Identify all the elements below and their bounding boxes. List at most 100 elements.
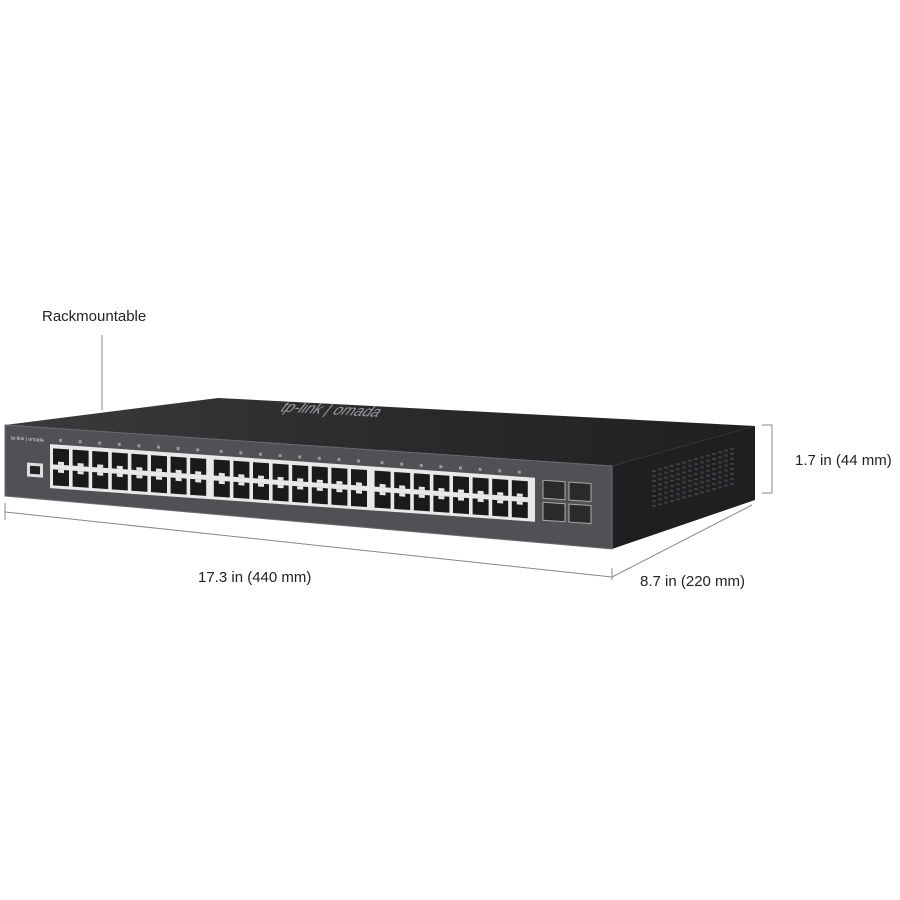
rj45-port[interactable] (453, 476, 469, 494)
rj45-port[interactable] (331, 488, 348, 506)
vent-slot (676, 478, 680, 481)
rj45-port[interactable] (151, 476, 167, 494)
rj45-port[interactable] (331, 467, 348, 485)
port-latch (297, 478, 304, 482)
rj45-port[interactable] (131, 453, 148, 471)
vent-slot (682, 481, 686, 484)
rj45-port[interactable] (453, 497, 469, 515)
rj45-port[interactable] (53, 469, 69, 487)
rj45-port[interactable] (151, 455, 167, 473)
rj45-port[interactable] (351, 468, 367, 487)
vent-slot (694, 493, 698, 496)
vent-slot (724, 464, 728, 467)
port-latch (156, 468, 162, 472)
rj45-port[interactable] (272, 484, 289, 502)
vent-slot (664, 486, 668, 489)
vent-slot (706, 479, 710, 482)
vent-slot (682, 471, 686, 474)
rj45-port[interactable] (292, 485, 309, 503)
rj45-port[interactable] (433, 474, 450, 492)
vent-slot (724, 479, 728, 482)
vent-slot (682, 461, 686, 464)
vent-slot (670, 464, 674, 467)
rj45-port[interactable] (72, 470, 89, 488)
rj45-port[interactable] (394, 492, 411, 511)
vent-slot (712, 473, 716, 475)
vent-slot (730, 462, 734, 465)
rj45-port[interactable] (511, 480, 528, 498)
rj45-port[interactable] (233, 481, 250, 499)
vent-slot (706, 474, 710, 477)
rj45-port[interactable] (374, 470, 391, 488)
vent-slot (694, 488, 698, 491)
vent-slot (676, 463, 680, 466)
rj45-port[interactable] (253, 483, 269, 501)
rj45-port[interactable] (131, 474, 148, 492)
vent-slot (682, 486, 686, 489)
sfp-port[interactable] (542, 501, 566, 523)
vent-slot (718, 451, 722, 454)
vent-slot (670, 489, 674, 492)
rj45-port[interactable] (213, 480, 230, 498)
port-latch (77, 463, 84, 467)
vent-slot (694, 483, 698, 486)
rj45-port[interactable] (311, 466, 328, 484)
rj45-port[interactable] (492, 499, 509, 517)
port-latch (356, 482, 362, 486)
rj45-port[interactable] (111, 452, 128, 470)
rj45-port[interactable] (111, 473, 128, 491)
rj45-port[interactable] (413, 473, 430, 491)
height-label: 1.7 in (44 mm) (795, 452, 892, 469)
port-latch (336, 488, 343, 493)
width-dimension-line (4, 503, 613, 580)
rj45-port[interactable] (413, 494, 430, 512)
vent-slot (658, 503, 662, 506)
rj45-port[interactable] (292, 464, 309, 482)
rj45-port[interactable] (472, 477, 489, 495)
rj45-port[interactable] (190, 478, 207, 496)
rj45-port[interactable] (492, 478, 509, 496)
vent-slot (730, 477, 734, 480)
vent-slot (682, 491, 686, 494)
sfp-port[interactable] (542, 479, 566, 501)
rj45-port[interactable] (72, 449, 89, 467)
rj45-port[interactable] (511, 501, 528, 519)
port-led (517, 470, 521, 474)
rj45-port[interactable] (213, 459, 230, 477)
vent-slot (688, 469, 692, 472)
rj45-port[interactable] (53, 448, 69, 466)
rj45-port[interactable] (92, 451, 109, 469)
vent-slot (700, 466, 704, 469)
rj45-port[interactable] (233, 460, 250, 478)
rj45-port[interactable] (253, 462, 269, 480)
rj45-port[interactable] (433, 495, 450, 513)
rj45-port[interactable] (92, 472, 109, 490)
vent-slot (676, 493, 680, 496)
vent-slot (706, 454, 710, 457)
vent-slot (688, 479, 692, 482)
sfp-port[interactable] (568, 481, 592, 503)
vent-slot (652, 475, 656, 477)
rj45-port[interactable] (472, 498, 489, 516)
rj45-port[interactable] (170, 456, 187, 474)
port-latch (418, 486, 425, 491)
port-latch (218, 472, 225, 477)
port-led (196, 448, 200, 452)
port-latch (195, 479, 202, 483)
rj45-port[interactable] (190, 457, 207, 475)
port-led (137, 444, 141, 448)
vent-slot (712, 478, 716, 480)
vent-slot (700, 481, 704, 484)
rj45-port[interactable] (272, 463, 289, 481)
port-latch (458, 497, 464, 501)
port-led (357, 459, 360, 463)
sfp-port[interactable] (568, 503, 592, 525)
rj45-port[interactable] (170, 477, 187, 495)
rj45-port[interactable] (394, 471, 411, 490)
rj45-port[interactable] (311, 487, 328, 505)
port-led (298, 455, 302, 459)
rj45-port[interactable] (374, 491, 391, 509)
vent-slot (652, 470, 656, 472)
rj45-port[interactable] (351, 489, 367, 508)
port-latch (97, 464, 104, 468)
